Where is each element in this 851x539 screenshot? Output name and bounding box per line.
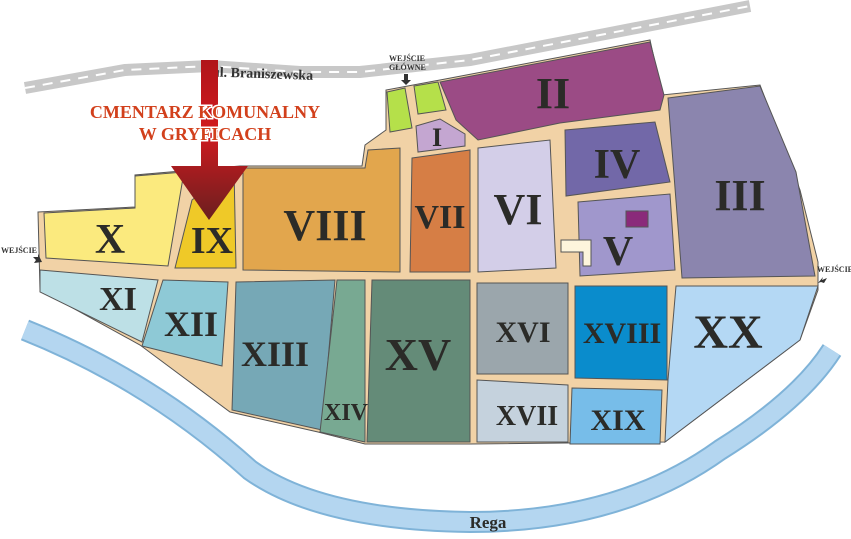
- chapel-building: [625, 210, 649, 228]
- sector-label-XV: XV: [385, 329, 451, 380]
- sector-label-V: V: [603, 229, 633, 275]
- sector-label-IX: IX: [191, 220, 233, 262]
- east-entrance-label: WEJŚCIE: [817, 264, 851, 274]
- sector-XVIII[interactable]: [574, 285, 668, 381]
- sector-IV[interactable]: [564, 121, 671, 197]
- sector-III[interactable]: [667, 85, 816, 279]
- street-label: ul. Braniszewska: [212, 65, 314, 84]
- cemetery-title-line2: W GRYFICACH: [139, 124, 272, 144]
- river-label: Rega: [470, 513, 507, 532]
- sector-label-XVII: XVII: [496, 401, 558, 432]
- street-road: [23, 0, 752, 94]
- sector-XX[interactable]: [664, 285, 819, 444]
- sector-II[interactable]: [439, 41, 665, 141]
- sector-XIV[interactable]: [319, 279, 366, 443]
- main-entrance-arrow-icon: [401, 74, 411, 85]
- location-pointer-arrow-icon: [171, 60, 248, 220]
- main-entrance-label: WEJŚCIE: [389, 53, 425, 63]
- river-rega: [20, 319, 842, 534]
- sector-label-XIX: XIX: [590, 404, 645, 437]
- sector-XIX[interactable]: [569, 387, 663, 445]
- sector-label-XI: XI: [99, 281, 137, 318]
- sector-XI[interactable]: [39, 269, 159, 343]
- sector-label-XX: XX: [693, 306, 763, 359]
- green-area: [413, 81, 447, 115]
- sector-label-XVIII: XVIII: [583, 317, 661, 350]
- sector-label-XIV: XIV: [324, 400, 369, 426]
- office-building: [560, 239, 592, 267]
- sector-label-X: X: [95, 217, 125, 263]
- west-entrance-arrow-icon: [33, 254, 42, 263]
- sector-XV[interactable]: [366, 279, 471, 443]
- sector-label-XVI: XVI: [495, 316, 550, 349]
- sector-label-XII: XII: [164, 304, 218, 344]
- sector-VII[interactable]: [409, 149, 471, 273]
- green-area: [386, 87, 413, 133]
- main-entrance-label-2: GŁÓWNE: [389, 62, 426, 72]
- sector-XVI[interactable]: [476, 282, 569, 375]
- sector-label-II: II: [536, 69, 570, 118]
- sector-label-VIII: VIII: [283, 201, 366, 250]
- west-entrance-label: WEJŚCIE: [1, 245, 37, 255]
- sector-label-I: I: [432, 123, 442, 152]
- sector-label-III: III: [714, 171, 765, 220]
- sector-XII[interactable]: [141, 279, 229, 367]
- sector-label-IV: IV: [594, 142, 641, 188]
- sector-VI[interactable]: [477, 139, 557, 273]
- sector-label-VII: VII: [414, 199, 465, 236]
- sector-VIII[interactable]: [242, 147, 401, 273]
- cemetery-title-line1: CMENTARZ KOMUNALNY: [90, 102, 320, 122]
- sector-XVII[interactable]: [476, 379, 569, 443]
- sector-label-VI: VI: [494, 185, 543, 234]
- east-entrance-arrow-icon: [818, 277, 827, 283]
- sector-I[interactable]: [415, 118, 466, 153]
- sector-label-XIII: XIII: [241, 334, 309, 374]
